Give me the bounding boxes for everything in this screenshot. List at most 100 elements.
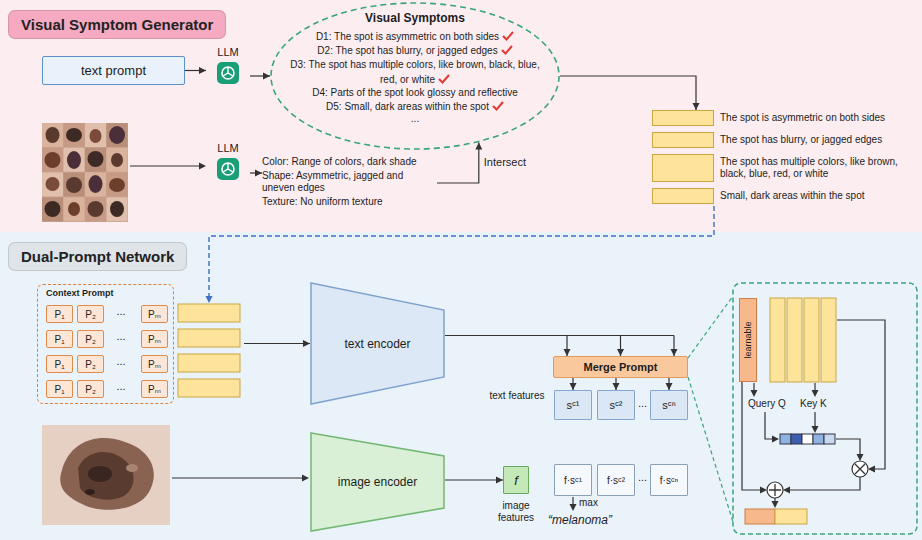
text-encoder: text encoder bbox=[310, 282, 445, 405]
annotation: Key K bbox=[800, 398, 827, 410]
box-label: P₁ bbox=[54, 359, 64, 370]
context-prompt: Context PromptP₁P₂PₘP₁P₂PₘP₁P₂PₘP₁P₂Pₘ bbox=[37, 284, 174, 404]
connector-line bbox=[437, 142, 479, 183]
symptom-bar: The spot has blurry, or jagged edges bbox=[652, 132, 918, 148]
text-line: D2: The spot has blurry, or jagged edges bbox=[290, 42, 540, 57]
box-label: P₂ bbox=[85, 309, 96, 320]
box-label: P₁ bbox=[54, 309, 64, 320]
arrow-head bbox=[564, 349, 571, 356]
text-line: D5: Small, dark areas within the spot bbox=[290, 98, 540, 113]
box-label: sᶜⁿ bbox=[662, 399, 675, 411]
symptom-text: D2: The spot has blurry, or jagged edges bbox=[317, 45, 497, 56]
input-box: text prompt bbox=[42, 56, 185, 85]
prompt-token: P₁ bbox=[46, 305, 73, 323]
annotation: “melanoma” bbox=[540, 513, 620, 527]
connector bbox=[560, 76, 700, 110]
box-label: f·sᶜ² bbox=[607, 475, 625, 486]
annotation: Query Q bbox=[748, 398, 786, 410]
text-line: ... bbox=[290, 110, 540, 125]
text-line: D4: Parts of the spot look glossy and re… bbox=[290, 84, 540, 99]
prompt-token: Pₘ bbox=[141, 355, 168, 373]
box-label: P₁ bbox=[54, 384, 64, 395]
prompt-token: Pₘ bbox=[141, 330, 168, 348]
arrow-head bbox=[475, 142, 482, 149]
symptom-text: D3: The spot has multiple colors, like b… bbox=[290, 59, 539, 85]
arrow-head bbox=[666, 383, 673, 390]
prompt-bar bbox=[652, 110, 714, 126]
connector-line bbox=[560, 76, 696, 110]
connector bbox=[437, 142, 482, 183]
symptom-text: D4: Parts of the spot look glossy and re… bbox=[312, 87, 518, 98]
box-label: Pₘ bbox=[148, 359, 161, 370]
lesion-grid bbox=[42, 123, 128, 222]
box-label: Pₘ bbox=[148, 334, 161, 345]
arrow-head bbox=[206, 296, 213, 303]
check-mark bbox=[438, 74, 450, 84]
symptom-text: The spot has blurry, or jagged edges bbox=[720, 134, 918, 146]
symptom-text: D1: The spot is asymmetric on both sides bbox=[316, 31, 499, 42]
attribute-text: Color: Range of colors, dark shade bbox=[262, 156, 437, 168]
check-mark bbox=[502, 31, 514, 41]
connector bbox=[185, 67, 206, 74]
connector-line bbox=[445, 479, 503, 480]
symptom-text: Small, dark areas within the spot bbox=[720, 190, 918, 202]
undefined: Visual Symptom Generator bbox=[8, 10, 226, 39]
prompt-token: Pₘ bbox=[141, 305, 168, 323]
text-line: Visual Symptoms bbox=[290, 10, 540, 25]
text-line: D1: The spot is asymmetric on both sides bbox=[290, 28, 540, 43]
encoder-label: image encoder bbox=[338, 475, 417, 489]
prompt-token: P₂ bbox=[77, 355, 104, 373]
symptom-text: D5: Small, dark areas within the spot bbox=[326, 101, 489, 112]
prompt-token: P₂ bbox=[77, 305, 104, 323]
arrow-head bbox=[613, 383, 620, 390]
box-label: Merge Prompt bbox=[584, 361, 658, 373]
edge-label: Intersect bbox=[484, 156, 526, 169]
connector bbox=[666, 378, 673, 390]
llm-icon bbox=[217, 158, 239, 180]
symptom-text: The spot has multiple colors, like brown… bbox=[720, 156, 918, 180]
prompt-token: P₁ bbox=[46, 355, 73, 373]
box-label: sᶜ¹ bbox=[566, 399, 579, 411]
symptom-text: ... bbox=[411, 113, 419, 124]
symptom-bar: The spot has multiple colors, like brown… bbox=[652, 154, 918, 182]
photo-arrow bbox=[172, 475, 309, 482]
llm-node: LLM bbox=[206, 142, 250, 190]
box-label: f·sᶜ¹ bbox=[564, 475, 582, 486]
section-band: Visual Symptom Generatortext promptLLMVi… bbox=[0, 0, 922, 232]
connector bbox=[250, 73, 270, 80]
similarity-score: f·sᶜⁿ bbox=[650, 464, 688, 496]
annotation: image features bbox=[491, 500, 541, 524]
token-label: learnable bbox=[743, 321, 753, 358]
image-encoder: image encoder bbox=[310, 432, 445, 532]
connector bbox=[570, 378, 577, 390]
annotation: ... bbox=[106, 330, 136, 343]
prompt-token: P₂ bbox=[77, 330, 104, 348]
connector-line bbox=[244, 343, 310, 344]
annotation: ... bbox=[106, 355, 136, 368]
arrow-head bbox=[496, 477, 503, 484]
model-label: LLM bbox=[217, 46, 238, 59]
symptom-slots bbox=[178, 304, 240, 397]
dashed-link-line bbox=[209, 206, 714, 297]
prompt-token: Pₘ bbox=[141, 380, 168, 398]
box-label: P₂ bbox=[85, 359, 96, 370]
llm-node: LLM bbox=[206, 46, 250, 94]
grid-arrow bbox=[130, 163, 206, 170]
arrow-head bbox=[199, 67, 206, 74]
attribute-text: Shape: Asymmetric, jagged and uneven edg… bbox=[262, 170, 437, 194]
attribute-list: Color: Range of colors, dark shadeShape:… bbox=[262, 156, 437, 210]
prompt-token: P₁ bbox=[46, 380, 73, 398]
arrow-head bbox=[263, 73, 270, 80]
attribute-text: Texture: No uniform texture bbox=[262, 196, 437, 208]
annotation: ... bbox=[106, 380, 136, 393]
prompt-bar bbox=[652, 188, 714, 204]
box-label: sᶜ² bbox=[609, 399, 622, 411]
prompt-token: P₁ bbox=[46, 330, 73, 348]
box-label: Pₘ bbox=[148, 384, 161, 395]
arrow-head bbox=[617, 349, 624, 356]
check-mark bbox=[492, 101, 504, 111]
connector bbox=[445, 477, 503, 484]
arrow-head bbox=[671, 349, 678, 356]
annotation: text features bbox=[486, 390, 548, 402]
